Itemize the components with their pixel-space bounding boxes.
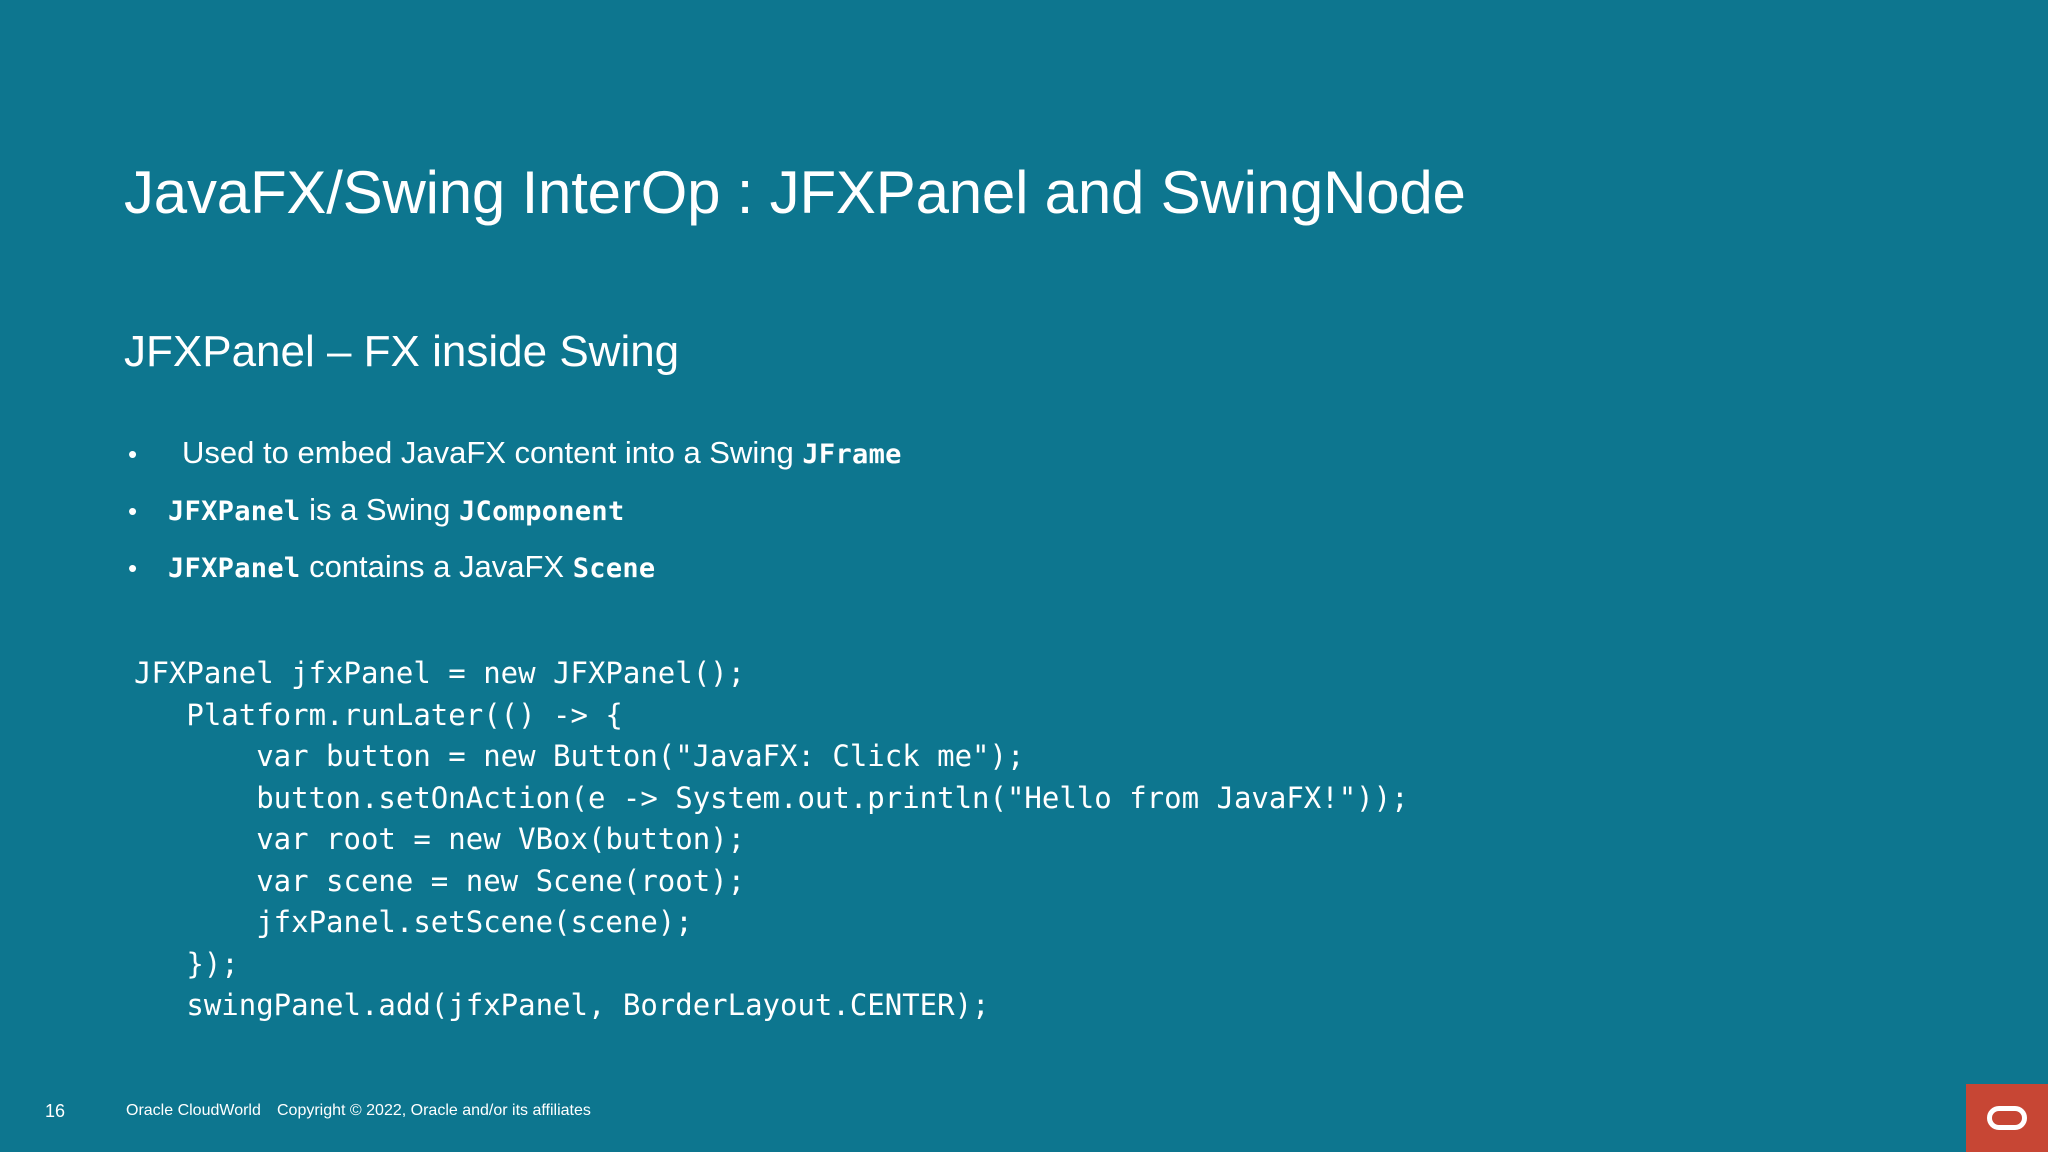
inline-code-token: JFXPanel bbox=[168, 496, 301, 527]
inline-code-token: Scene bbox=[572, 553, 656, 584]
inline-text: contains a JavaFX bbox=[300, 549, 573, 584]
oracle-logo bbox=[1966, 1084, 2048, 1152]
code-line-5: var root = new VBox(button); bbox=[134, 822, 746, 856]
footer-copyright: Copyright © 2022, Oracle and/or its affi… bbox=[277, 1102, 591, 1119]
bullet-item-3: • JFXPanel contains a JavaFX Scene bbox=[124, 538, 1624, 595]
bullet-marker-icon: • bbox=[128, 439, 138, 469]
code-line-6: var scene = new Scene(root); bbox=[134, 863, 746, 898]
bullet-list: • Used to embed JavaFX content into a Swi… bbox=[124, 424, 1624, 595]
code-line-2: Platform.runLater(() -> { bbox=[134, 697, 623, 732]
slide-subtitle: JFXPanel – FX inside Swing bbox=[124, 326, 680, 376]
bullet-marker-icon: • bbox=[128, 496, 138, 526]
code-line-4: button.setOnAction(e -> System.out.print… bbox=[134, 780, 1409, 815]
inline-code-token: JFrame bbox=[802, 439, 902, 470]
code-line-3: var button = new Button("JavaFX: Click m… bbox=[134, 739, 1025, 773]
footer-event-name: Oracle CloudWorld bbox=[126, 1102, 261, 1119]
code-line-8: }); bbox=[134, 946, 239, 981]
code-line-7: jfxPanel.setScene(scene); bbox=[134, 905, 693, 939]
inline-code-token: JComponent bbox=[458, 496, 625, 527]
bullet-item-2: • JFXPanel is a Swing JComponent bbox=[124, 481, 1624, 538]
code-line-1: JFXPanel jfxPanel = new JFXPanel(); bbox=[134, 656, 746, 690]
oracle-logo-mark-icon bbox=[1987, 1106, 2027, 1130]
bullet-marker-icon: • bbox=[128, 553, 138, 583]
code-line-9: swingPanel.add(jfxPanel, BorderLayout.CE… bbox=[134, 988, 990, 1022]
page-title: JavaFX/Swing InterOp : JFXPanel and Swin… bbox=[124, 159, 1466, 227]
inline-text: is a Swing bbox=[300, 492, 459, 527]
bullet-item-1: • Used to embed JavaFX content into a Swi… bbox=[124, 424, 1624, 481]
slide-footer: 16 Oracle CloudWorld Copyright © 2022, O… bbox=[0, 1072, 2048, 1152]
inline-code-token: JFXPanel bbox=[168, 553, 301, 584]
code-block: JFXPanel jfxPanel = new JFXPanel(); Plat… bbox=[134, 653, 1409, 1027]
inline-text: Used to embed JavaFX content into a Swin… bbox=[182, 435, 803, 470]
footer-page-number: 16 bbox=[45, 1101, 66, 1121]
bullet-item-label: JFXPanel contains a JavaFX Scene bbox=[168, 538, 655, 597]
bullet-item-label: Used to embed JavaFX content into a Swin… bbox=[168, 424, 902, 483]
bullet-item-label: JFXPanel is a Swing JComponent bbox=[168, 481, 625, 540]
